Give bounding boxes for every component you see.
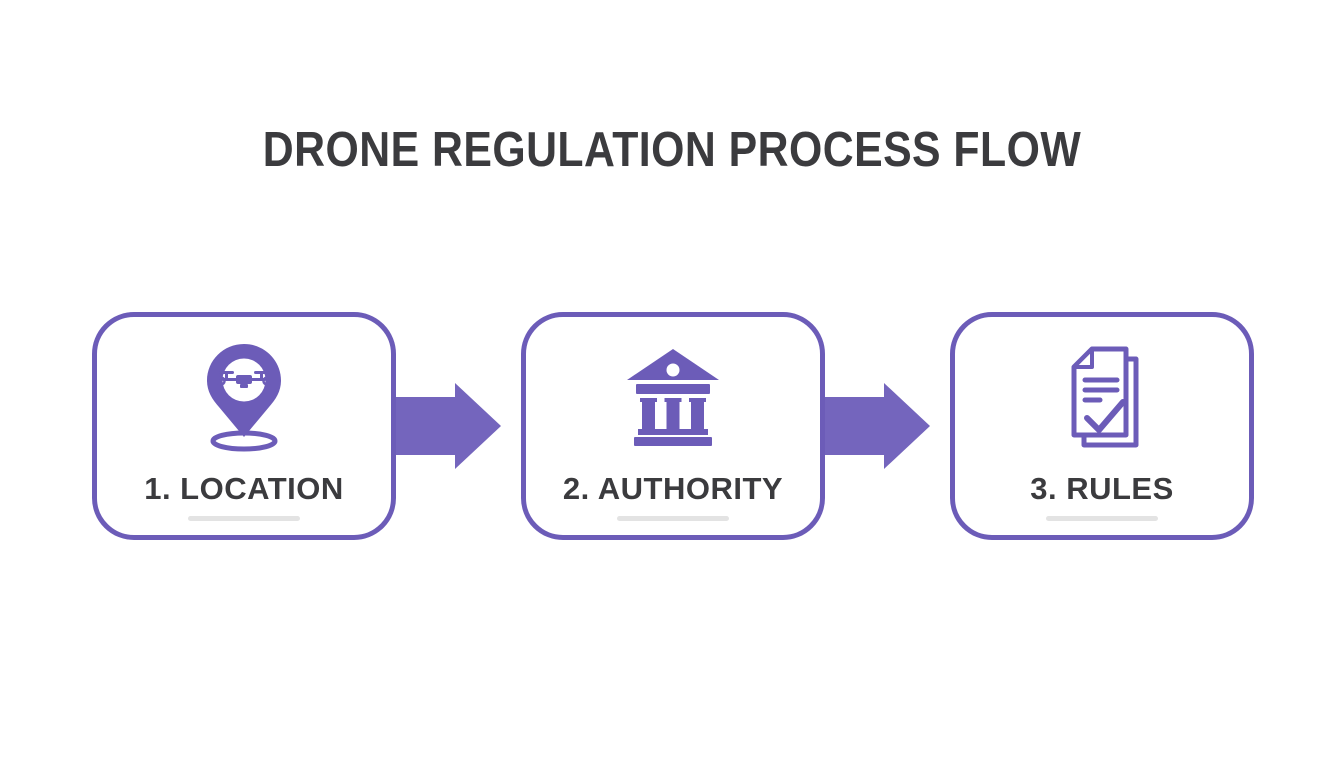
step-box-rules: 3. RULES [950,312,1254,540]
arrow-right-icon [396,383,521,469]
step-underline [617,516,729,521]
arrow-shaft [396,397,455,455]
step-label-authority: 2. AUTHORITY [562,471,784,506]
step-underline [1046,516,1158,521]
arrow-shaft [825,397,884,455]
government-building-icon [623,341,723,453]
step-label-location: 1. LOCATION [144,471,344,506]
step-label-rules: 3. RULES [1030,471,1174,506]
process-flow: 1. LOCATION [92,312,1254,540]
arrow-head [455,383,501,469]
arrow-right-icon [825,383,950,469]
page-title: DRONE REGULATION PROCESS FLOW [0,121,1344,177]
step-box-authority: 2. AUTHORITY [521,312,825,540]
rules-document-check-icon [1056,341,1148,453]
location-pin-drone-icon [195,341,293,453]
page-title-text: DRONE REGULATION PROCESS FLOW [262,121,1082,177]
step-underline [188,516,300,521]
step-box-location: 1. LOCATION [92,312,396,540]
arrow-head [884,383,930,469]
